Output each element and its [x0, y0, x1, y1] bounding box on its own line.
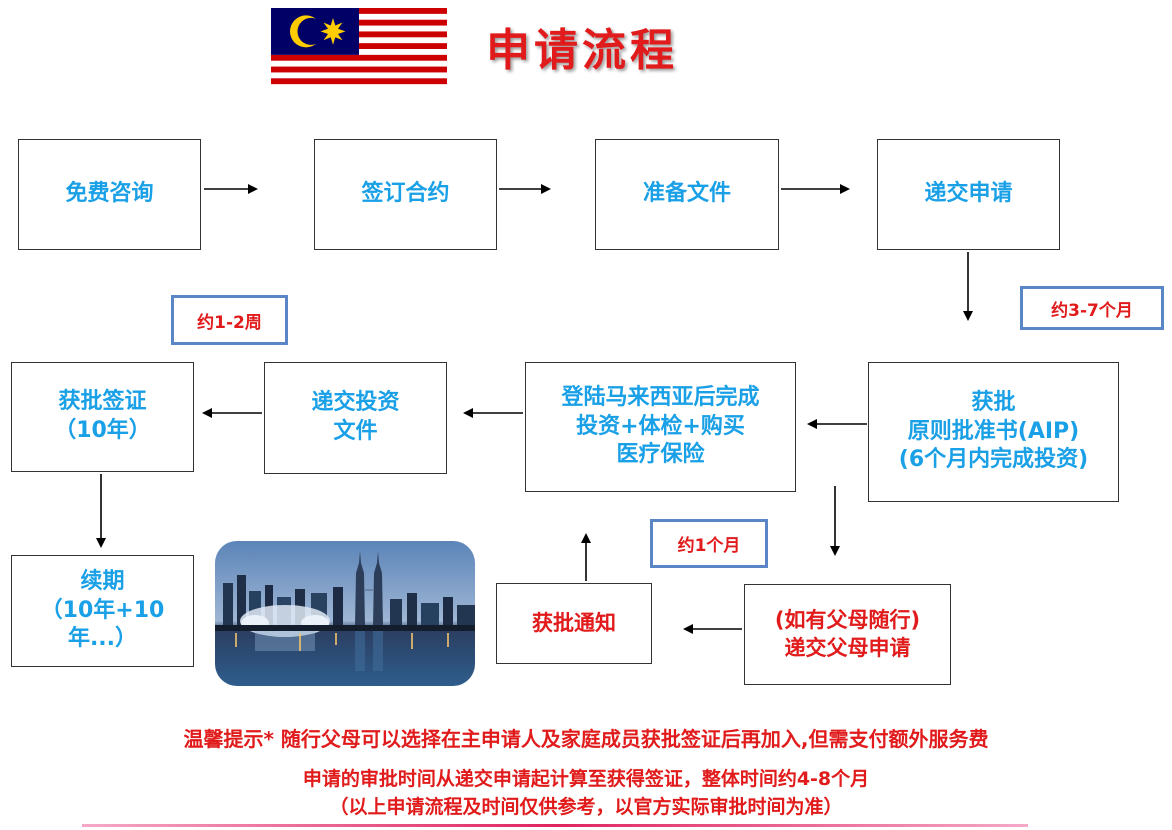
step-label-line1: (如有父母随行): [774, 608, 921, 633]
duration-tag-parents: 约1个月: [650, 519, 768, 568]
step-label-line3: (6个月内完成投资): [898, 447, 1089, 473]
step-prepare-docs: 准备文件: [595, 139, 779, 250]
step-label-line2: 递交父母申请: [784, 635, 911, 660]
kuala-lumpur-skyline-image: [215, 541, 475, 686]
step-label-line2: （10年）: [54, 418, 151, 443]
duration-tag-invest-docs: 约1-2周: [171, 295, 288, 345]
step-label-line2: （10年+10年...）: [40, 597, 165, 652]
reminder-note: 温馨提示* 随行父母可以选择在主申请人及家庭成员获批签证后再加入,但需支付额外服…: [183, 727, 989, 751]
step-label-line2: 原则批准书(AIP): [907, 418, 1080, 444]
duration-label: 约3-7个月: [1051, 300, 1133, 321]
malaysia-flag-icon: [271, 8, 447, 90]
step-label-line1: 登陆马来西亚后完成: [561, 385, 760, 411]
page-title: 申请流程: [486, 25, 678, 76]
duration-label: 约1-2周: [197, 312, 262, 333]
duration-label: 约1个月: [677, 536, 741, 556]
step-label-line1: 递交投资: [311, 390, 400, 416]
step-renewal: 续期 （10年+10年...）: [11, 555, 194, 667]
step-sign-contract: 签订合约: [314, 139, 497, 250]
step-label: 获批通知: [532, 610, 616, 635]
step-label: 免费咨询: [65, 181, 154, 207]
step-label: 准备文件: [642, 181, 731, 207]
step-label-line1: 续期: [80, 569, 125, 595]
step-complete-investment: 登陆马来西亚后完成 投资+体检+购买 医疗保险: [525, 362, 796, 492]
step-label: 递交申请: [924, 181, 1013, 207]
timeline-note: 申请的审批时间从递交申请起计算至获得签证，整体时间约4-8个月: [302, 768, 870, 790]
step-free-consult: 免费咨询: [18, 139, 201, 250]
step-submit-application: 递交申请: [877, 139, 1060, 250]
disclaimer-note: （以上申请流程及时间仅供参考，以官方实际审批时间为准）: [329, 796, 843, 818]
step-submit-invest-docs: 递交投资 文件: [264, 362, 447, 474]
step-label-line1: 获批签证: [58, 389, 147, 415]
step-aip-approval: 获批 原则批准书(AIP) (6个月内完成投资): [868, 362, 1119, 502]
step-parents-application: (如有父母随行) 递交父母申请: [744, 584, 951, 685]
step-label-line2: 文件: [333, 419, 378, 444]
step-approved-visa: 获批签证 （10年）: [11, 362, 194, 472]
step-approval-notice: 获批通知: [496, 583, 652, 664]
step-label-line2: 投资+体检+购买: [576, 413, 745, 439]
step-label: 签订合约: [361, 181, 450, 207]
duration-tag-aip: 约3-7个月: [1020, 286, 1164, 330]
step-label-line1: 获批: [971, 390, 1016, 416]
footer-divider: [82, 824, 1028, 827]
step-label-line3: 医疗保险: [616, 442, 705, 468]
